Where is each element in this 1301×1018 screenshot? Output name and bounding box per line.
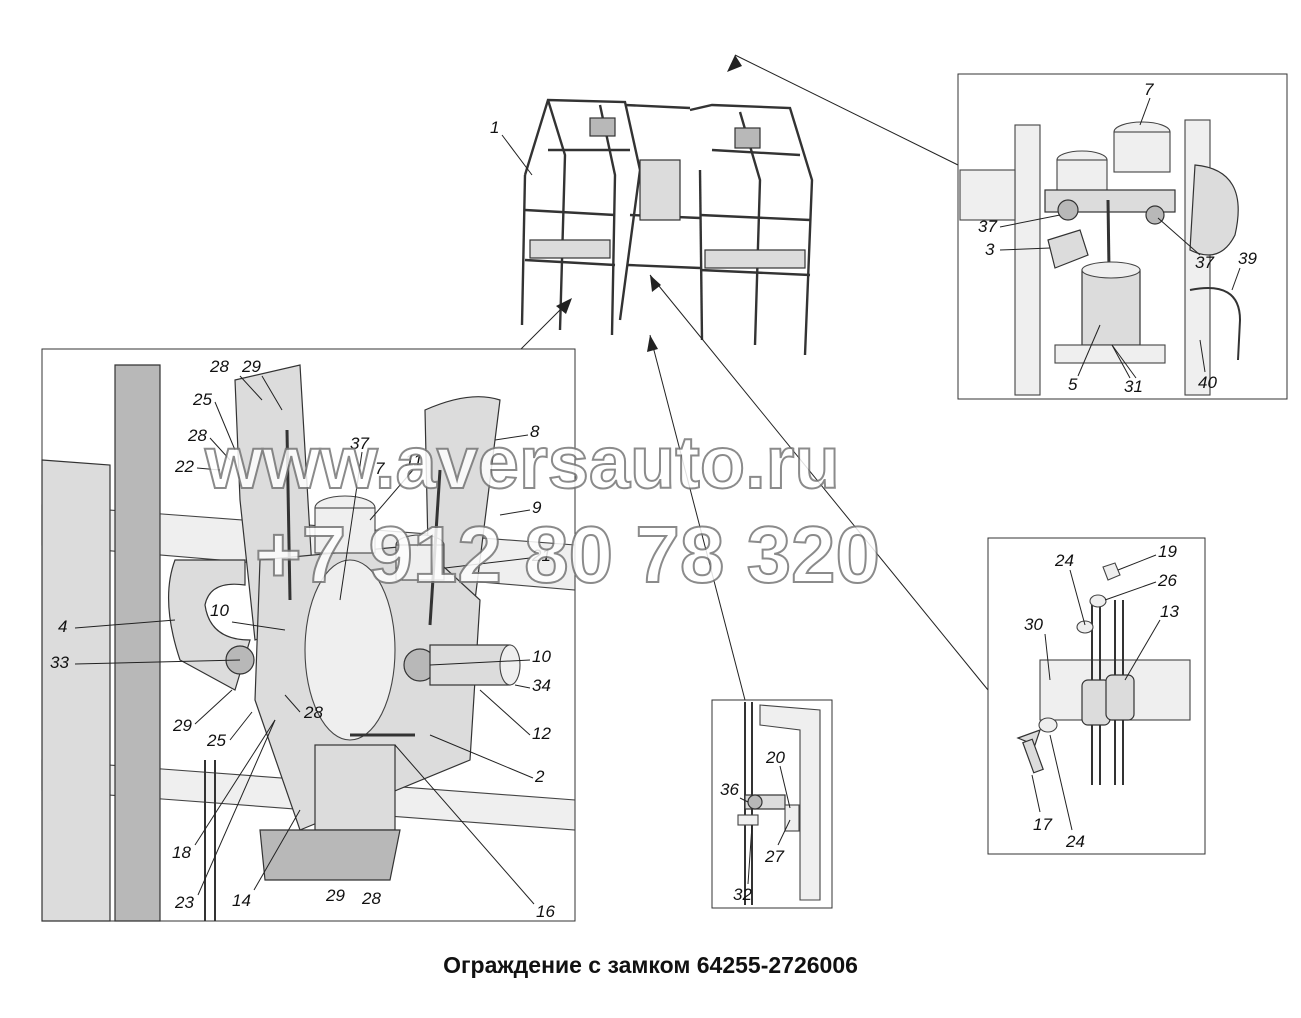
callout-21: 21 bbox=[531, 546, 551, 565]
callout-18: 18 bbox=[172, 843, 191, 862]
bottom-valve-detail bbox=[737, 702, 821, 905]
callout-26: 26 bbox=[1157, 571, 1177, 590]
callout-14: 14 bbox=[232, 891, 251, 910]
callout-1: 1 bbox=[490, 118, 499, 137]
callout-30: 30 bbox=[1024, 615, 1043, 634]
callout-16: 16 bbox=[536, 902, 555, 921]
callout-37-tr-a: 37 bbox=[978, 217, 997, 236]
callout-34: 34 bbox=[532, 676, 551, 695]
callout-20: 20 bbox=[765, 748, 785, 767]
callout-7-tr: 7 bbox=[1144, 80, 1154, 99]
callout-10a: 10 bbox=[210, 601, 229, 620]
callout-33: 33 bbox=[50, 653, 69, 672]
callout-37: 37 bbox=[350, 434, 369, 453]
callout-22: 22 bbox=[174, 457, 194, 476]
callout-17: 17 bbox=[1033, 815, 1052, 834]
callout-28d: 28 bbox=[361, 889, 381, 908]
bottom-callouts: 20 36 27 32 bbox=[720, 748, 791, 904]
callout-4: 4 bbox=[58, 617, 67, 636]
callout-11: 11 bbox=[405, 451, 423, 470]
callout-25a: 25 bbox=[192, 390, 212, 409]
callout-37-tr-b: 37 bbox=[1195, 253, 1214, 272]
watermark: www.aversauto.ru +7 912 80 78 320 bbox=[203, 420, 881, 600]
callout-28c: 28 bbox=[303, 703, 323, 722]
watermark-url: www.aversauto.ru bbox=[204, 421, 840, 504]
callout-24a: 24 bbox=[1054, 551, 1074, 570]
callout-28b: 28 bbox=[187, 426, 207, 445]
callout-9: 9 bbox=[532, 498, 542, 517]
watermark-phone: +7 912 80 78 320 bbox=[255, 510, 880, 599]
diagram-caption: Ограждение с замком 64255-2726006 bbox=[443, 952, 858, 978]
callout-23: 23 bbox=[174, 893, 194, 912]
right-callouts: 24 19 26 13 30 17 24 bbox=[1024, 542, 1179, 851]
callout-25b: 25 bbox=[206, 731, 226, 750]
callout-39: 39 bbox=[1238, 249, 1257, 268]
callout-2: 2 bbox=[534, 767, 545, 786]
callout-8: 8 bbox=[530, 422, 540, 441]
callout-32: 32 bbox=[733, 885, 752, 904]
callout-40: 40 bbox=[1198, 373, 1217, 392]
callout-19: 19 bbox=[1158, 542, 1177, 561]
top-right-mechanism bbox=[959, 119, 1242, 396]
callout-24b: 24 bbox=[1065, 832, 1085, 851]
callout-29a: 29 bbox=[241, 357, 261, 376]
callout-12: 12 bbox=[532, 724, 551, 743]
callout-29b: 29 bbox=[172, 716, 192, 735]
callout-28a: 28 bbox=[209, 357, 229, 376]
callout-36: 36 bbox=[720, 780, 739, 799]
callout-29c: 29 bbox=[325, 886, 345, 905]
lock-mechanism-detail bbox=[41, 364, 576, 922]
callout-5: 5 bbox=[1068, 375, 1078, 394]
callout-13: 13 bbox=[1160, 602, 1179, 621]
callout-27: 27 bbox=[764, 847, 784, 866]
top-right-callouts: 7 37 3 37 39 5 31 40 bbox=[978, 80, 1257, 396]
callout-7: 7 bbox=[375, 459, 385, 478]
right-fasteners-detail bbox=[1016, 562, 1191, 785]
callout-10b: 10 bbox=[532, 647, 551, 666]
main-callouts: 28 29 25 28 22 37 7 11 8 9 21 4 10 33 10… bbox=[50, 357, 555, 921]
callout-31: 31 bbox=[1124, 377, 1143, 396]
guard-frame-overview bbox=[520, 98, 814, 356]
callout-3: 3 bbox=[985, 240, 995, 259]
